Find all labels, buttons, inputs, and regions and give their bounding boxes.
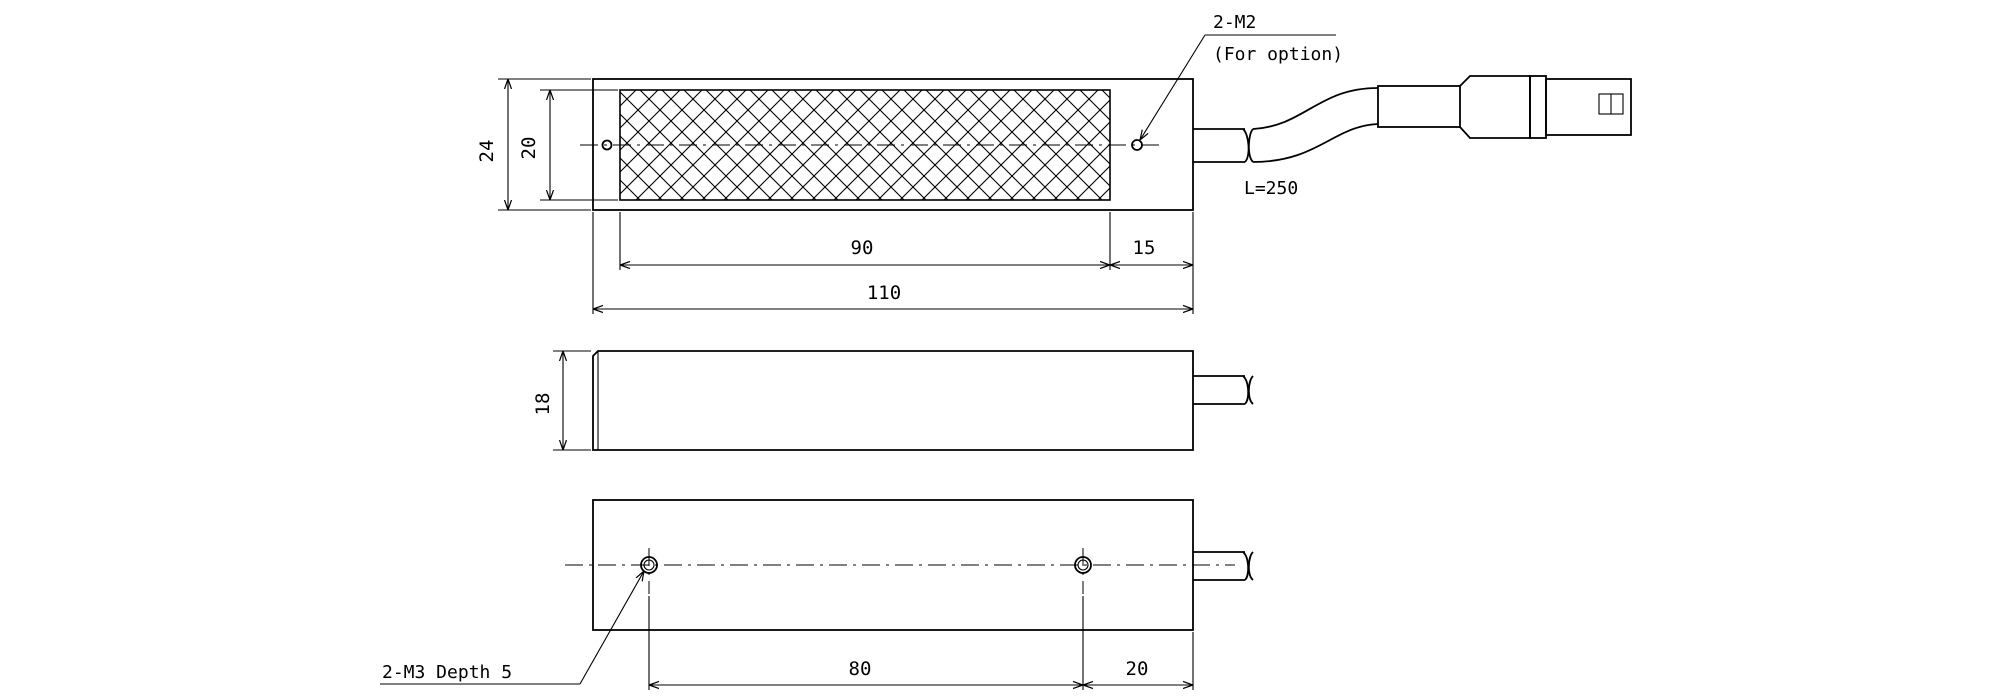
callout-m2-leader	[1140, 34, 1206, 140]
dim-outer-height-label: 24	[476, 140, 498, 163]
bottom-view: 80 20 2-M3 Depth 5	[380, 499, 1254, 690]
dim-hole-offset-label: 20	[1126, 658, 1149, 680]
top-left-hole	[601, 139, 613, 151]
callout-m3-leader	[579, 571, 644, 685]
dim-total-length-label: 110	[867, 282, 901, 304]
dim-inner-height-label: 20	[518, 137, 540, 160]
bottom-left-hole-m3	[640, 556, 658, 574]
dim-side-height-label: 18	[532, 393, 554, 416]
callout-m2-label: 2-M2	[1213, 12, 1256, 33]
cable	[1193, 87, 1379, 163]
callout-option-label: (For option)	[1213, 44, 1343, 65]
dim-end-offset-label: 15	[1133, 237, 1156, 259]
side-body-outline	[592, 350, 1194, 451]
dim-hole-pitch-label: 80	[849, 658, 872, 680]
side-view: 18	[532, 350, 1254, 451]
connector	[1377, 75, 1632, 139]
emitting-window-hatched	[619, 89, 1111, 201]
top-view: 24 20 90 15 110 2-M2 (For option) L=250	[476, 12, 1632, 314]
bottom-right-hole-m3	[1074, 556, 1092, 574]
cable-length-label: L=250	[1244, 178, 1298, 199]
dim-window-length-label: 90	[851, 237, 874, 259]
top-right-hole-m2	[1131, 139, 1143, 151]
callout-m3-label: 2-M3 Depth 5	[382, 662, 512, 683]
